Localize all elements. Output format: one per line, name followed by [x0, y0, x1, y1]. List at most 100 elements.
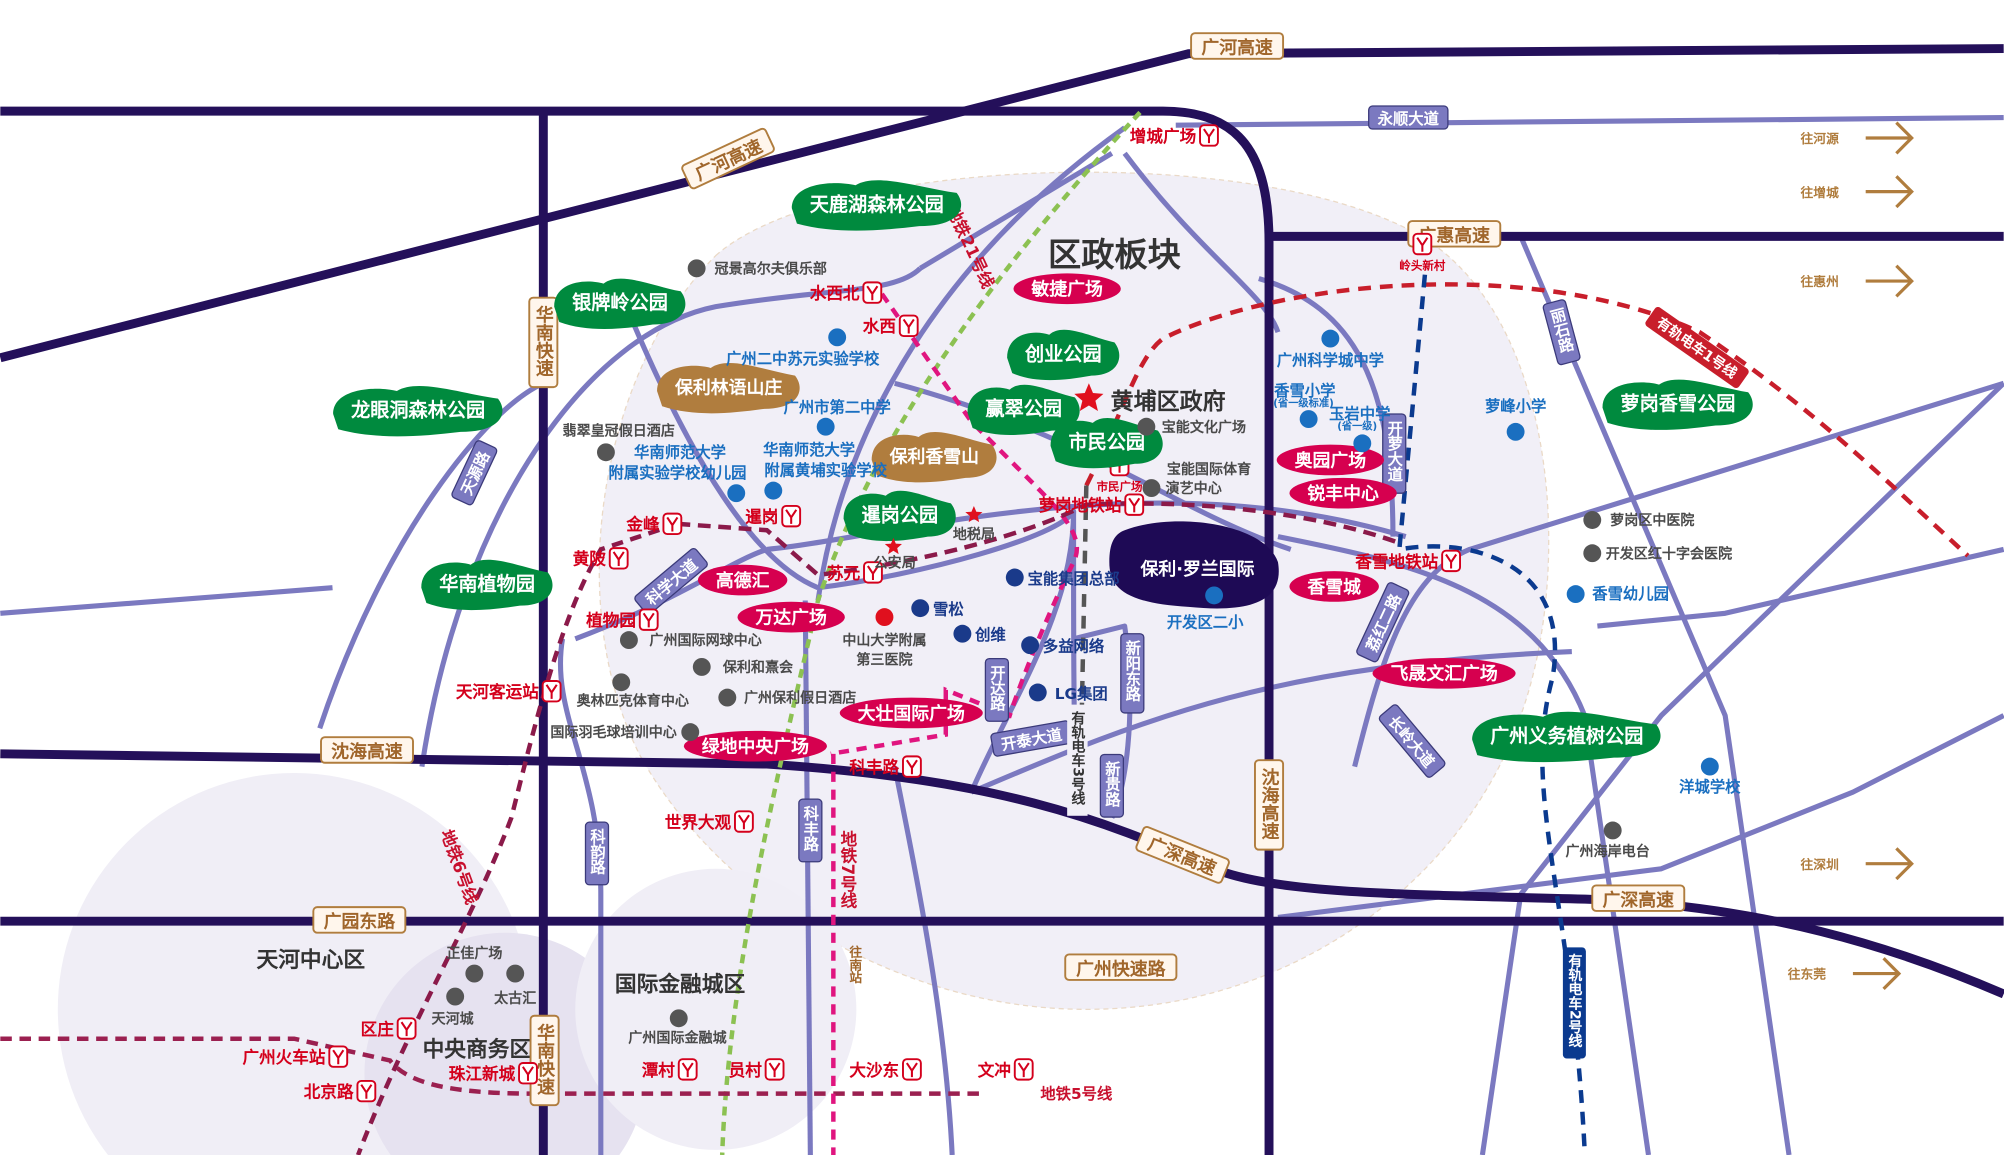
- poi-icon: [669, 1009, 688, 1028]
- poi-label: 广州海岸电台: [1565, 843, 1649, 860]
- poi-pois-9: 广州国际网球中心: [649, 632, 761, 649]
- district-label: 中央商务区: [423, 1037, 532, 1063]
- road-label: 开萝大道: [1385, 420, 1403, 481]
- station-stations-0: 水西北: [810, 281, 883, 304]
- road-north: [0, 106, 1274, 1155]
- station-label: 北京路: [304, 1082, 354, 1102]
- park-blob: [791, 180, 962, 231]
- linered-transit_lines-3: 地铁5号线: [1040, 1085, 1113, 1103]
- metro-station-icon: [396, 1017, 417, 1040]
- mall-badge: [839, 697, 983, 729]
- road-sign: [1099, 753, 1125, 818]
- station-stations-16: 潭村: [642, 1058, 698, 1081]
- highway-highways-5: 广深高速: [1591, 884, 1686, 912]
- station-label: 水西北: [810, 283, 860, 303]
- highwayv-highways-10: 华南快速: [529, 1014, 560, 1107]
- poi-label: 广州保利假日酒店: [744, 690, 856, 707]
- direction-label: 往增城: [1801, 185, 1840, 201]
- metro-station-icon: [902, 755, 922, 778]
- schoolS-schools-10: (省一级): [1337, 419, 1377, 432]
- station-label: 岭头新村: [1399, 259, 1445, 273]
- station-label: 增城广场: [1130, 126, 1196, 146]
- station-label: 广州火车站: [242, 1047, 325, 1067]
- star-icon: [884, 537, 902, 555]
- station-stations-6: 植物园: [586, 608, 659, 631]
- school-schools-7: 香雪小学: [1274, 382, 1335, 400]
- metro-station-icon: [1199, 124, 1219, 147]
- poi-label: 演艺中心: [1166, 480, 1222, 497]
- highway-highways-7: 广州快速路: [1064, 953, 1178, 981]
- poi-icon: [446, 987, 465, 1006]
- arrow-right-icon: [1865, 121, 1914, 155]
- mall-badge: [683, 730, 827, 762]
- highway-label: 广深高速: [1603, 889, 1675, 911]
- park-blob: [1050, 417, 1163, 469]
- metro-station-icon: [1441, 549, 1461, 573]
- station-label: 市民广场: [1097, 480, 1143, 494]
- road-sign: [1542, 299, 1581, 366]
- project-blob: [1109, 521, 1279, 609]
- project-project-name: 保利·罗兰国际: [1139, 558, 1254, 580]
- school-schools-13: 洋城学校: [1679, 778, 1741, 796]
- school-schools-3: 附属实验学校幼儿园: [608, 464, 746, 482]
- station-label: 世界大观: [665, 812, 732, 832]
- road-sign: [451, 440, 498, 506]
- highway-label: 广州快速路: [1076, 958, 1165, 980]
- poi-icon: [681, 723, 700, 742]
- poi-label: 宝能文化广场: [1162, 419, 1246, 436]
- linev-transit_lines-2: 地铁7号线: [838, 829, 857, 909]
- station-stations-7: 天河客运站: [456, 680, 562, 703]
- station-label: 植物园: [586, 610, 636, 630]
- school-schools-0: 广州二中苏元实验学校: [726, 350, 880, 368]
- poi-icon: [1142, 479, 1161, 498]
- road-guanghe: [0, 44, 2004, 363]
- school-schools-2: 华南师范大学: [634, 443, 726, 461]
- highway-highways-3: 沈海高速: [320, 736, 414, 764]
- metro-line-5: [0, 1036, 985, 1096]
- road-label: 新阳东路: [1123, 640, 1141, 703]
- roadv-roads-9: 科丰路: [798, 798, 823, 863]
- poi-label: 地税局: [953, 526, 995, 543]
- district-districts-1: 黄埔区政府: [1111, 388, 1226, 415]
- district-label: 区政板块: [1048, 235, 1182, 274]
- road-sign: [798, 798, 823, 863]
- direction-label: 往东莞: [1788, 967, 1827, 983]
- road-roads-0: 永顺大道: [1368, 105, 1449, 130]
- school-icon: [764, 481, 783, 500]
- mall-label: 敏捷广场: [1030, 278, 1103, 300]
- school-label: 萝峰小学: [1485, 397, 1546, 415]
- station-stations-2: 金峰: [625, 512, 683, 536]
- highway-sign: [312, 906, 407, 934]
- park-parks-6: 市民公园: [1050, 417, 1163, 469]
- roadv-roads-2: 开萝大道: [1382, 413, 1407, 494]
- poi-label: 太古汇: [494, 990, 536, 1007]
- station-stations-11: 世界大观: [665, 810, 754, 833]
- school-icon: [1353, 434, 1372, 453]
- highwayv-highways-9: 华南快速: [528, 296, 559, 389]
- station-label: 苏元: [827, 563, 861, 583]
- poi-icon: [1583, 544, 1602, 563]
- mall-label: 飞晟文汇广场: [1390, 663, 1497, 685]
- school-label: 广州二中苏元实验学校: [726, 350, 880, 368]
- star-icon: [1074, 383, 1104, 412]
- poi-label: 天河城: [432, 1010, 474, 1027]
- park-label: 广州义务植树公园: [1490, 724, 1643, 747]
- school-schools-4: 华南师范大学: [763, 441, 855, 459]
- school-icon: [1700, 757, 1719, 776]
- poi-pois-19: 天河城: [432, 1010, 474, 1027]
- station-stations-12: 区庄: [361, 1017, 417, 1040]
- park-parks-7: 暹岗公园: [843, 490, 956, 542]
- poi-pois-2: 宝能文化广场: [1162, 419, 1246, 436]
- park-parks-4: 创业公园: [1007, 329, 1120, 381]
- company-companies-0: 宝能集团总部: [1005, 568, 1120, 588]
- poi-icon: [596, 443, 615, 462]
- company-label: 多益网络: [1043, 638, 1105, 656]
- tram2-transit_lines-5: 有轨电车2号线: [1562, 947, 1586, 1059]
- roadv-roads-6: 新贵路: [1099, 753, 1125, 818]
- park-blob: [967, 384, 1080, 436]
- station-stations-20: 增城广场: [1130, 124, 1219, 147]
- roadv-roads-5: 新阳东路: [1120, 633, 1145, 714]
- dir-directions-4: 往东莞: [1788, 957, 1902, 991]
- district-label: 国际金融城区: [615, 971, 746, 997]
- station-label: 香雪地铁站: [1355, 551, 1438, 571]
